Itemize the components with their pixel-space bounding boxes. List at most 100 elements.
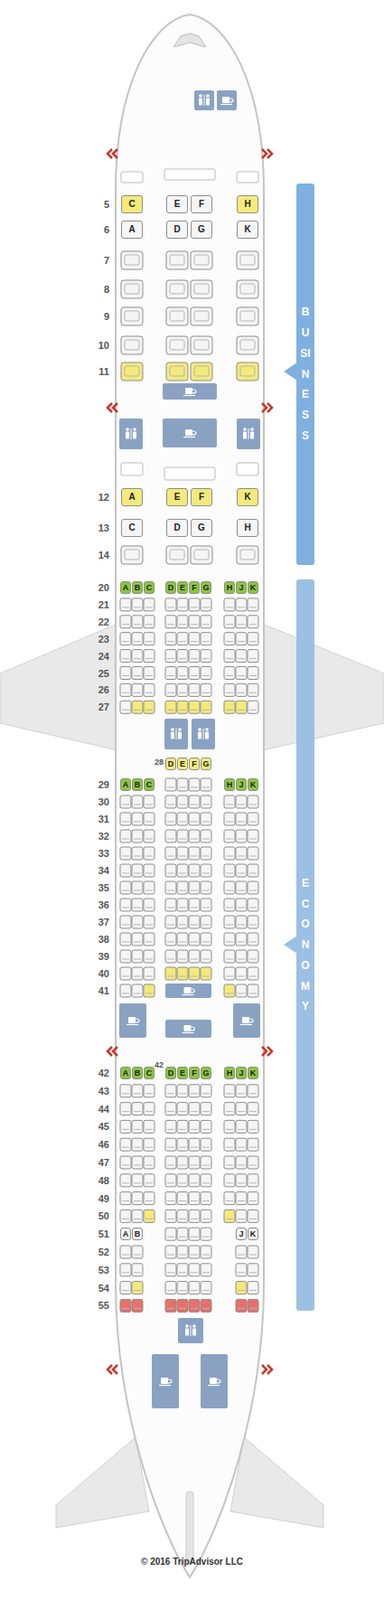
economy-seat bbox=[131, 1298, 143, 1312]
economy-seat bbox=[247, 932, 259, 946]
seat-cushion bbox=[178, 872, 187, 874]
economy-seat bbox=[143, 1119, 155, 1133]
economy-seat bbox=[235, 1173, 247, 1187]
seat-cushion bbox=[167, 1236, 175, 1237]
seat: E bbox=[166, 487, 188, 506]
seat-cushion bbox=[237, 1307, 245, 1309]
seat-letter: H bbox=[243, 199, 251, 209]
seat-cushion bbox=[190, 709, 198, 711]
row-number: 14 bbox=[98, 549, 110, 561]
seat-letter: G bbox=[197, 224, 206, 235]
seat-letter: C bbox=[128, 523, 135, 533]
seat-cushion bbox=[237, 1199, 245, 1201]
economy-seat bbox=[177, 1084, 188, 1097]
seat-cushion bbox=[225, 924, 234, 926]
exit-marker bbox=[262, 1364, 272, 1374]
economy-seat bbox=[177, 1298, 188, 1312]
seat: B bbox=[131, 1066, 143, 1079]
row-number: 5 bbox=[103, 198, 110, 210]
seat-cushion bbox=[225, 992, 234, 994]
seat-cushion bbox=[237, 975, 245, 977]
seat-cushion bbox=[169, 283, 185, 294]
business-seat bbox=[236, 336, 259, 355]
seat: C bbox=[143, 777, 155, 791]
cup-icon bbox=[184, 1024, 192, 1031]
seat: F bbox=[188, 757, 200, 770]
row-number: 42 bbox=[154, 1058, 164, 1070]
economy-seat bbox=[165, 700, 177, 713]
seat-cushion bbox=[133, 838, 141, 840]
seat-letter: E bbox=[174, 492, 181, 502]
seat: F bbox=[190, 195, 213, 214]
cup-saucer bbox=[220, 103, 233, 105]
seat-cushion bbox=[121, 1110, 130, 1112]
cup-handle bbox=[191, 988, 196, 993]
seat-cushion bbox=[133, 1307, 141, 1309]
seat-cushion bbox=[178, 1181, 187, 1183]
economy-seat bbox=[235, 898, 247, 911]
economy-seat bbox=[235, 1084, 247, 1097]
economy-seat bbox=[235, 932, 247, 946]
seat-letter: F bbox=[191, 583, 197, 592]
person-head bbox=[197, 727, 202, 731]
cup-handle bbox=[191, 1026, 196, 1031]
seat-cushion bbox=[249, 1092, 257, 1094]
seat-cushion bbox=[237, 907, 245, 909]
seat-cushion bbox=[202, 821, 210, 823]
facility-box bbox=[216, 90, 237, 111]
seat-cushion bbox=[167, 674, 175, 676]
seat-cushion bbox=[249, 872, 257, 874]
lav-divider bbox=[131, 428, 132, 440]
seat-cushion bbox=[237, 821, 245, 823]
economy-seat bbox=[177, 932, 188, 946]
economy-seat bbox=[177, 949, 188, 963]
economy-seat bbox=[188, 1137, 200, 1151]
economy-seat bbox=[120, 1263, 132, 1276]
exit-marker bbox=[262, 149, 272, 159]
business-seat bbox=[166, 545, 188, 564]
seat-cushion bbox=[121, 975, 130, 977]
economy-seat bbox=[143, 812, 155, 825]
row-number: 36 bbox=[98, 899, 110, 910]
economy-seat bbox=[120, 932, 132, 946]
seat-cushion bbox=[237, 1271, 245, 1273]
seat-cushion bbox=[178, 804, 187, 806]
seat-cushion bbox=[133, 1254, 141, 1256]
seat-cushion bbox=[194, 283, 209, 294]
bulkhead bbox=[236, 171, 259, 183]
economy-seat bbox=[224, 649, 235, 663]
business-seat bbox=[166, 251, 188, 270]
seat-cushion bbox=[249, 838, 257, 840]
seat-cushion bbox=[249, 1181, 257, 1183]
seat-cushion bbox=[167, 623, 175, 625]
seat-cushion bbox=[121, 1128, 130, 1130]
seat-letter: F bbox=[198, 199, 205, 209]
economy-seat bbox=[235, 812, 247, 825]
economy-seat bbox=[120, 598, 132, 611]
economy-seat bbox=[131, 898, 143, 911]
economy-seat bbox=[131, 795, 143, 808]
seat-cushion bbox=[145, 640, 153, 642]
seat-cushion bbox=[202, 855, 210, 857]
seat-cushion bbox=[121, 924, 130, 926]
seat-cushion bbox=[202, 709, 210, 711]
economy-seat bbox=[143, 683, 155, 696]
business-seat bbox=[121, 307, 143, 326]
seat-cushion bbox=[133, 606, 141, 608]
seat-cushion bbox=[121, 692, 130, 694]
seat-letter: G bbox=[202, 1068, 209, 1078]
economy-seat bbox=[143, 983, 155, 997]
economy-seat bbox=[188, 880, 200, 894]
economy-seat bbox=[235, 666, 247, 680]
economy-seat bbox=[177, 683, 188, 696]
cabin-band: BUSINESS bbox=[296, 183, 315, 565]
cup-icon bbox=[185, 429, 193, 436]
economy-seat bbox=[224, 812, 235, 825]
seat-letter: E bbox=[179, 759, 186, 768]
seat: D bbox=[165, 580, 177, 594]
cup-icon bbox=[242, 1016, 250, 1023]
seat-cushion bbox=[169, 254, 185, 265]
row-number: 53 bbox=[98, 1264, 110, 1275]
facility-box bbox=[151, 1353, 179, 1408]
person-body bbox=[250, 431, 254, 440]
